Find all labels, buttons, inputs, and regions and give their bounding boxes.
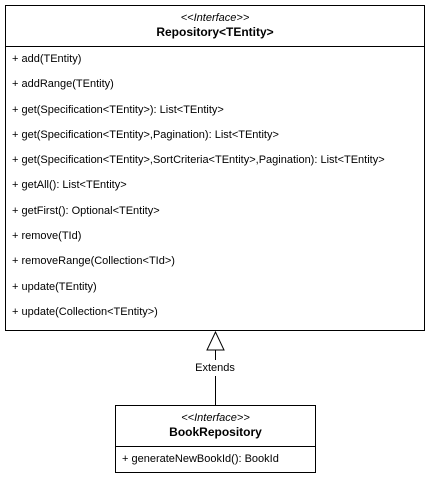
- operation-get-spec: + get(Specification<TEntity>): List<TEnt…: [12, 103, 224, 116]
- operation-update: + update(TEntity): [12, 280, 97, 293]
- operation-update-collection: + update(Collection<TEntity>): [12, 305, 158, 318]
- repository-interface-box[interactable]: <<Interface>> Repository<TEntity> + add(…: [5, 5, 425, 331]
- operation-get-spec-pagination: + get(Specification<TEntity>,Pagination)…: [12, 128, 279, 141]
- repository-operations: + add(TEntity) + addRange(TEntity) + get…: [6, 47, 424, 325]
- operation-remove-range: + removeRange(Collection<TId>): [12, 255, 175, 268]
- book-repository-interface-box[interactable]: <<Interface>> BookRepository + generateN…: [115, 405, 316, 473]
- operation-generate-new-book-id: + generateNewBookId(): BookId: [122, 453, 279, 465]
- extends-label: Extends: [190, 360, 240, 376]
- operation-remove: + remove(TId): [12, 230, 82, 243]
- repository-class-name: Repository<TEntity>: [156, 25, 274, 39]
- book-repository-operations: + generateNewBookId(): BookId: [116, 447, 315, 472]
- book-repository-stereotype: <<Interface>>: [181, 412, 250, 424]
- book-repository-class-name: BookRepository: [169, 425, 262, 439]
- repository-stereotype: <<Interface>>: [180, 12, 250, 24]
- operation-get-first: + getFirst(): Optional<TEntity>: [12, 204, 160, 217]
- inheritance-arrowhead: [206, 330, 225, 351]
- operation-get-spec-sort-pagination: + get(Specification<TEntity>,SortCriteri…: [12, 154, 385, 167]
- book-repository-header: <<Interface>> BookRepository: [116, 406, 315, 447]
- operation-add: + add(TEntity): [12, 53, 82, 65]
- operation-get-all: + getAll(): List<TEntity>: [12, 179, 127, 192]
- operation-add-range: + addRange(TEntity): [12, 78, 114, 91]
- repository-header: <<Interface>> Repository<TEntity>: [6, 6, 424, 47]
